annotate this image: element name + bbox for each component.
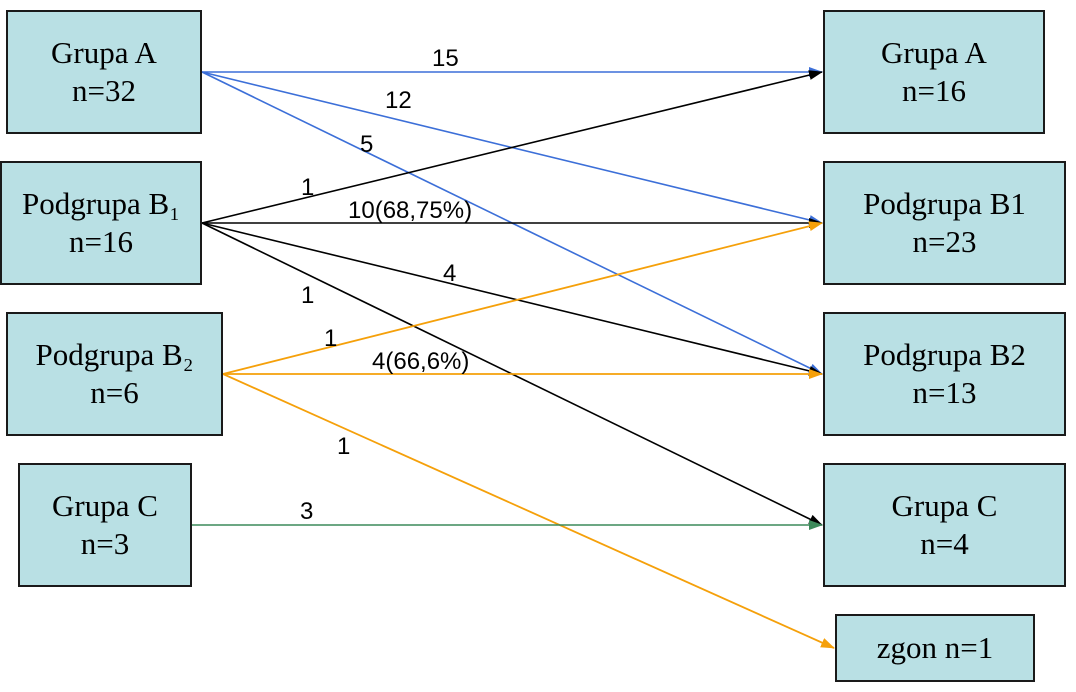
edge-b2-to-zgon [222,373,835,649]
box-title: Podgrupa B₂ [35,337,194,372]
edge-label-a-to-a: 15 [432,45,459,72]
box-title: Grupa C [891,488,998,523]
edge-b2-to-b1 [222,221,823,375]
right-box-grupa-c: Grupa C n=4 [823,463,1066,587]
edge-label-c-to-c: 3 [300,498,313,525]
left-box-podgrupa-b2: Podgrupa B₂ n=6 [6,312,223,436]
right-box-podgrupa-b1: Podgrupa B1 n=23 [823,161,1066,285]
box-count: n=6 [90,375,139,410]
edge-label-a-to-b1: 12 [385,87,412,114]
edge-label-b1-to-a: 1 [301,174,314,201]
edge-b1-to-b2 [201,222,823,376]
box-title: Grupa A [51,35,157,70]
box-title: Grupa A [881,35,987,70]
box-count: n=3 [80,526,130,561]
left-box-podgrupa-b1: Podgrupa B₁ n=16 [0,161,202,285]
box-count: n=16 [902,73,966,108]
edge-label-b1-to-c: 1 [301,282,314,309]
box-title: Grupa C [52,488,158,523]
box-title: Podgrupa B1 [863,186,1026,221]
box-count: n=13 [912,375,977,410]
left-box-grupa-c: Grupa C n=3 [18,463,192,587]
edge-label-b2-to-b1: 1 [324,325,337,352]
right-box-podgrupa-b2: Podgrupa B2 n=13 [823,312,1066,436]
edge-label-b1-to-b2: 4 [443,260,456,287]
right-box-zgon: zgon n=1 [835,614,1035,682]
edge-label-b1-to-b1: 10(68,75%) [348,197,472,224]
box-title: Podgrupa B₁ [21,186,181,221]
edge-b1-to-a [201,70,823,224]
right-box-grupa-a: Grupa A n=16 [823,10,1045,134]
box-count: n=23 [912,224,977,259]
left-box-grupa-a: Grupa A n=32 [6,10,202,134]
edge-label-b2-to-b2: 4(66,6%) [372,348,469,375]
box-count: n=32 [72,73,136,108]
box-count: n=4 [920,526,969,561]
box-title: zgon n=1 [876,630,994,665]
box-count: n=16 [69,224,133,259]
edge-label-a-to-b2: 5 [360,131,373,158]
box-title: Podgrupa B2 [863,337,1026,372]
edge-label-b2-to-zgon: 1 [337,433,350,460]
